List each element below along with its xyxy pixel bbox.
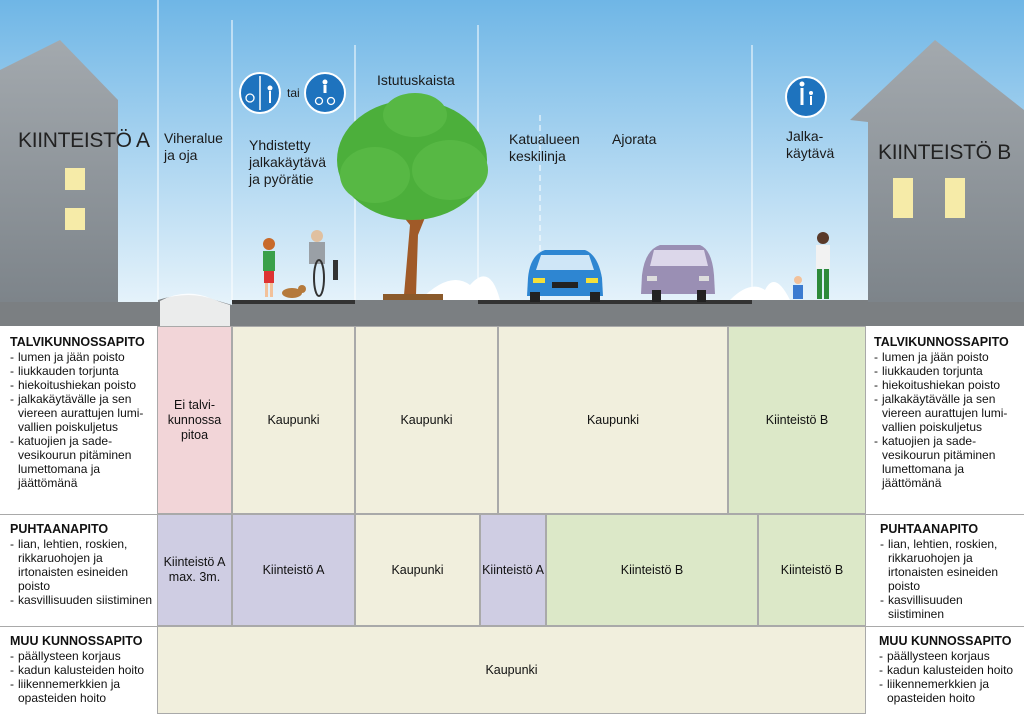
list-item: jalkakäytävälle ja sen viereen aurattuje… [874,392,1022,434]
sign-pedestrian-icon [785,76,827,118]
zone-shared-path-label: Yhdistetty jalkakäytävä ja pyörätie [249,137,326,188]
list-item: katuojien ja sade-vesikourun pitäminen l… [10,434,155,490]
cleaning-cell-shared-path: Kiinteistö A [232,514,355,626]
zone-label-line: keskilinja [509,148,566,164]
list-item: hiekoitushiekan poisto [874,378,1022,392]
property-b-label: KIINTEISTÖ B [878,141,1011,164]
woman-with-dog [263,238,306,298]
car-purple [641,245,715,302]
list-item: kadun kalusteiden hoito [10,663,155,677]
zone-label-line: Yhdistetty [249,137,311,153]
row-divider [866,514,1024,515]
snow-hill [730,282,790,300]
sign-bike-ped-icon [239,72,281,114]
zone-label-line: ja oja [164,147,198,163]
winter-heading: TALVIKUNNOSSAPITO [874,335,1009,349]
list-item: päällysteen korjaus [879,649,1022,663]
zone-label-line: Jalka- [786,128,824,144]
maintenance-table: TALVIKUNNOSSAPITO lumen ja jään poisto l… [0,326,1024,714]
zone-planting-strip-label: Istutuskaista [377,72,455,88]
cleaning-cell-roadway: Kiinteistö B [546,514,758,626]
street-scene: KIINTEISTÖ A KIINTEISTÖ B Viheralue ja o… [0,0,1024,326]
row-divider [866,626,1024,627]
list-item: kasvillisuuden siistiminen [10,593,155,607]
list-item: jalkakäytävälle ja sen viereen aurattuje… [10,392,155,434]
scene-illustration [0,0,1024,326]
list-item: kasvillisuuden siistiminen [880,593,1022,621]
row-divider [0,514,157,515]
zone-green-ditch-label: Viheralue ja oja [164,130,223,164]
list-item: lumen ja jään poisto [874,350,1022,364]
winter-description-right: TALVIKUNNOSSAPITO lumen ja jään poisto l… [874,335,1022,490]
zone-centerline-label: Katualueen keskilinja [509,131,580,165]
tree-icon [337,93,488,300]
cleaning-cell-green-area: Kiinteistö A max. 3m. [157,514,232,626]
zone-roadway-label: Ajorata [612,131,657,147]
other-heading: MUU KUNNOSSAPITO [879,634,1012,648]
list-item: liukkauden torjunta [10,364,155,378]
list-item: katuojien ja sade-vesikourun pitäminen l… [874,434,1022,490]
cleaning-cell-sidewalk: Kiinteistö B [758,514,866,626]
cleaning-cell-planting-strip: Kaupunki [355,514,480,626]
house-b [850,40,1024,302]
list-item: hiekoitushiekan poisto [10,378,155,392]
winter-heading: TALVIKUNNOSSAPITO [10,335,145,349]
cyclist [309,230,338,297]
winter-cell-shared-path: Kaupunki [232,326,355,514]
zone-label-line: jalkakäytävä [249,154,327,170]
zone-label-line: Katualueen [509,131,580,147]
zone-sidewalk-label: Jalka- käytävä [786,128,834,162]
other-description-left: MUU KUNNOSSAPITO päällysteen korjaus kad… [10,634,155,705]
zone-label-line: Viheralue [164,130,223,146]
list-item: kadun kalusteiden hoito [879,663,1022,677]
car-blue [527,250,603,302]
or-label: tai [287,86,300,100]
cleaning-heading: PUHTAANAPITO [10,522,109,536]
list-item: lumen ja jään poisto [10,350,155,364]
property-a-label: KIINTEISTÖ A [18,129,150,152]
cleaning-cell-curb-a: Kiinteistö A [480,514,546,626]
winter-cell-sidewalk: Kiinteistö B [728,326,866,514]
list-item: liikennemerkkien ja opasteiden hoito [879,677,1022,705]
winter-description-left: TALVIKUNNOSSAPITO lumen ja jään poisto l… [10,335,155,490]
list-item: lian, lehtien, roskien, rikkaruohojen ja… [10,537,155,593]
other-heading: MUU KUNNOSSAPITO [10,634,143,648]
row-divider [0,626,157,627]
winter-cell-planting-strip: Kaupunki [355,326,498,514]
other-cell-all: Kaupunki [157,626,866,714]
list-item: liikennemerkkien ja opasteiden hoito [10,677,155,705]
list-item: päällysteen korjaus [10,649,155,663]
zone-label-line: käytävä [786,145,835,161]
cleaning-heading: PUHTAANAPITO [880,522,979,536]
adult-with-child [793,232,830,299]
winter-cell-roadway: Kaupunki [498,326,728,514]
house-a [0,40,118,302]
cleaning-description-left: PUHTAANAPITO lian, lehtien, roskien, rik… [10,522,155,607]
zone-label-line: ja pyörätie [249,171,314,187]
other-description-right: MUU KUNNOSSAPITO päällysteen korjaus kad… [879,634,1022,705]
list-item: lian, lehtien, roskien, rikkaruohojen ja… [880,537,1022,593]
cleaning-description-right: PUHTAANAPITO lian, lehtien, roskien, rik… [880,522,1022,621]
sign-shared-path-icon [304,72,346,114]
winter-cell-green-area: Ei talvi-kunnossa pitoa [157,326,232,514]
list-item: liukkauden torjunta [874,364,1022,378]
